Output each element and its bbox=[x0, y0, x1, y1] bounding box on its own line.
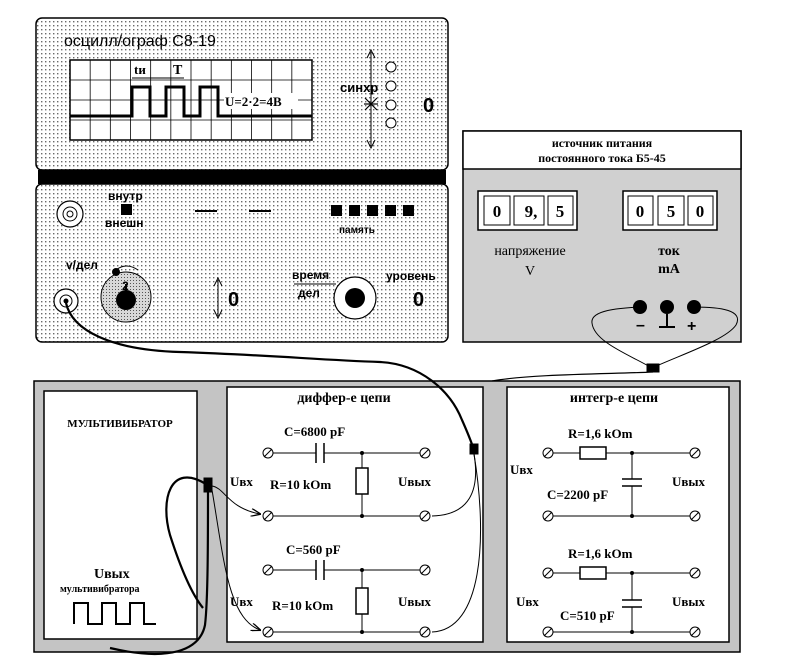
voltage-digit-3: 5 bbox=[556, 202, 565, 221]
integ-title: интегр-е цепи bbox=[570, 391, 658, 406]
diff-circuit-bottom: C=560 pF R=10 kOm Uвх Uвых bbox=[230, 542, 432, 638]
integrating-circuits-panel: интегр-е цепи R=1,6 kOm C=2200 pF U bbox=[506, 386, 730, 643]
oscilloscope-title: осцилл/ограф С8-19 bbox=[64, 33, 216, 50]
oscilloscope-probe-cable bbox=[64, 302, 476, 451]
memory-buttons[interactable] bbox=[331, 205, 414, 216]
oscilloscope: осцилл/ограф С8-19 tи T U=2·2=4В bbox=[35, 17, 449, 343]
current-display: 0 5 0 bbox=[622, 190, 718, 231]
current-digit-2: 5 bbox=[667, 202, 676, 221]
diff-top-input-label: Uвх bbox=[230, 474, 253, 489]
mv-lead-bottom bbox=[211, 489, 260, 630]
memory-label: память bbox=[339, 225, 375, 236]
power-supply: источник питания постоянного тока Б5-45 … bbox=[462, 130, 742, 343]
mv-lead-top bbox=[211, 485, 260, 514]
external-sync-input[interactable] bbox=[56, 200, 84, 228]
oscilloscope-screen: tи T U=2·2=4В bbox=[69, 59, 313, 141]
volts-per-div-label: v/дел bbox=[66, 258, 98, 272]
internal-label: внутр bbox=[108, 189, 143, 203]
power-supply-title-1: источник питания bbox=[552, 136, 653, 150]
diff-bottom-resistor-label: R=10 kOm bbox=[272, 598, 333, 613]
sync-control[interactable]: синхр 0 bbox=[340, 48, 434, 150]
integ-circuit-bottom: R=1,6 kOm C=510 pF Uвх Uвых bbox=[516, 546, 706, 638]
voltage-digit-1: 0 bbox=[493, 202, 502, 221]
current-label: ток bbox=[658, 244, 681, 259]
diff-circuit-top: C=6800 pF R=10 kOm Uвх Uвых bbox=[230, 424, 432, 522]
oscilloscope-divider bbox=[38, 170, 446, 184]
int-bottom-input-label: Uвх bbox=[516, 594, 539, 609]
sync-indicator-4 bbox=[385, 117, 397, 129]
multivibrator-output-caption: мультивибратора bbox=[60, 584, 140, 595]
voltage-label: напряжение bbox=[494, 244, 565, 259]
level-knob[interactable]: 0 bbox=[413, 289, 424, 311]
differentiating-circuits-panel: диффер-е цепи C=6800 pF R=10 kOm Uв bbox=[226, 386, 484, 643]
voltage-unit: V bbox=[525, 264, 535, 279]
diff-bottom-output-label: Uвых bbox=[398, 594, 432, 609]
minus-terminal-label: – bbox=[636, 317, 645, 334]
voltage-display: 0 9, 5 bbox=[477, 190, 578, 231]
plus-terminal-label: + bbox=[687, 318, 696, 335]
probe-branch-bottom bbox=[431, 453, 482, 633]
cables bbox=[64, 302, 739, 656]
channel-input[interactable] bbox=[53, 288, 79, 314]
int-top-input-label: Uвх bbox=[510, 462, 533, 477]
pulse-waveform bbox=[70, 85, 312, 118]
multivibrator-output-label: Uвых bbox=[94, 567, 130, 582]
pulse-width-label: tи bbox=[134, 62, 146, 77]
multivibrator-waveform bbox=[73, 602, 156, 625]
diff-title: диффер-е цепи bbox=[297, 391, 390, 406]
current-digit-1: 0 bbox=[636, 202, 645, 221]
amplitude-label: U=2·2=4В bbox=[225, 94, 282, 109]
time-label: время bbox=[292, 268, 329, 282]
power-supply-title-box bbox=[462, 130, 742, 170]
diff-bottom-input-label: Uвх bbox=[230, 594, 253, 609]
int-top-capacitor-label: C=2200 pF bbox=[547, 487, 608, 502]
volts-per-div-dial[interactable]: 2 bbox=[100, 265, 152, 323]
diff-top-resistor-label: R=10 kOm bbox=[270, 477, 331, 492]
diff-bottom-capacitor-label: C=560 pF bbox=[286, 542, 341, 557]
int-top-resistor-label: R=1,6 kOm bbox=[568, 426, 633, 441]
diff-top-output-label: Uвых bbox=[398, 474, 432, 489]
circuit-board: МУЛЬТИВИБРАТОР Uвых мультивибратора дифф… bbox=[33, 380, 741, 653]
voltage-digit-2: 9, bbox=[525, 202, 538, 221]
power-supply-title-2: постоянного тока Б5-45 bbox=[538, 151, 666, 165]
vertical-position-knob[interactable]: 0 bbox=[228, 289, 239, 311]
per-div-label: дел bbox=[298, 286, 320, 300]
probe-connector bbox=[469, 443, 479, 455]
external-label: внешн bbox=[105, 216, 144, 230]
int-bottom-resistor-label: R=1,6 kOm bbox=[568, 546, 633, 561]
int-bottom-capacitor-label: C=510 pF bbox=[560, 608, 615, 623]
integ-circuit-top: R=1,6 kOm C=2200 pF Uвх Uвых bbox=[510, 426, 706, 522]
sync-knob[interactable]: 0 bbox=[423, 95, 434, 117]
current-unit: mA bbox=[658, 262, 681, 277]
int-bottom-output-label: Uвых bbox=[672, 594, 706, 609]
int-ext-switch[interactable] bbox=[121, 204, 132, 215]
sync-indicator-2 bbox=[385, 80, 397, 92]
diff-top-capacitor-label: C=6800 pF bbox=[284, 424, 345, 439]
dial-value: 2 bbox=[122, 279, 129, 293]
power-lead-connector bbox=[646, 363, 660, 373]
level-label: уровень bbox=[386, 269, 436, 283]
current-digit-3: 0 bbox=[696, 202, 705, 221]
sync-label: синхр bbox=[340, 80, 378, 95]
int-top-output-label: Uвых bbox=[672, 474, 706, 489]
time-per-div-dial[interactable] bbox=[333, 276, 377, 320]
multivibrator-panel: МУЛЬТИВИБРАТОР Uвых мультивибратора bbox=[43, 390, 198, 640]
multivibrator-title: МУЛЬТИВИБРАТОР bbox=[67, 418, 173, 430]
sync-indicator-1 bbox=[385, 61, 397, 73]
multivibrator-cable bbox=[109, 477, 210, 656]
sync-indicator-3 bbox=[385, 99, 397, 111]
period-label: T bbox=[173, 63, 183, 78]
multivibrator-connector bbox=[203, 477, 213, 493]
